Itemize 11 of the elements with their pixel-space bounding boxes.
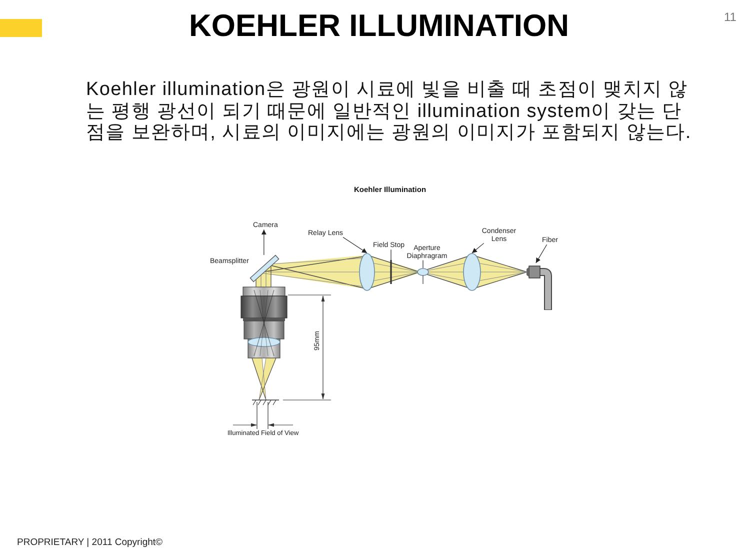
leader-line [472, 242, 484, 254]
page-number: 11 [724, 10, 736, 24]
arrow [261, 229, 266, 256]
leader-line [342, 236, 368, 254]
leader-line [390, 249, 392, 260]
relay-lens [359, 253, 375, 291]
leader-line [536, 244, 548, 264]
footer-text: PROPRIETARY | 2011 Copyright© [17, 537, 163, 548]
slide-title: KOEHLER ILLUMINATION [188, 8, 570, 44]
body-text: Koehler illumination은 광원이 시료에 빛을 비출 때 초점이 맺치지 않는 평행 광선이 되기 때문에 일반적인 illumination system이 갖는 단점을 보완하며, 시료의 이미지에는 광원의 이미지가 포함되지 않는다. [86, 79, 692, 144]
field-stop [389, 260, 393, 284]
